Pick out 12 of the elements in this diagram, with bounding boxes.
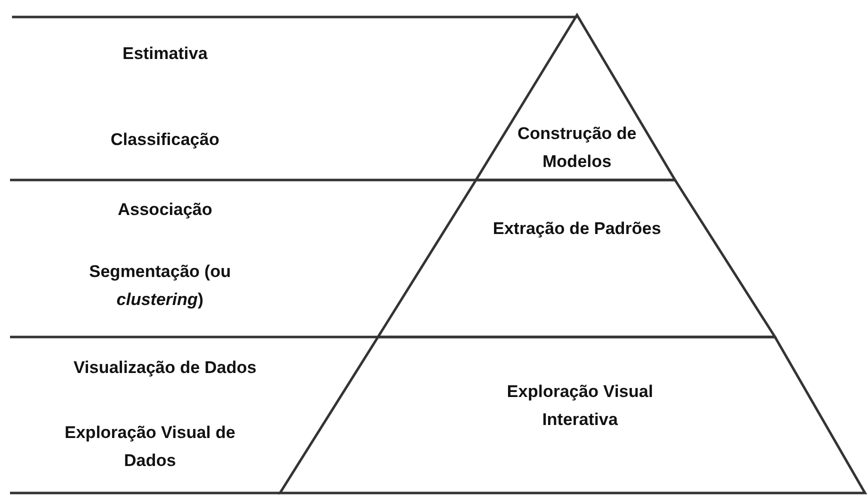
pyramid-tier — [378, 180, 775, 337]
task-label: Visualização de Dados — [72, 357, 258, 379]
task-label: Classificação — [110, 129, 220, 151]
task-label: Segmentação (ou clustering) — [88, 261, 232, 311]
pyramid-tier — [280, 337, 865, 493]
tier-label: Exploração Visual Interativa — [506, 381, 654, 431]
task-label: Exploração Visual de Dados — [64, 422, 236, 472]
task-label: Estimativa — [122, 43, 208, 65]
pyramid-top-triangle — [476, 15, 675, 180]
tier-label: Construção de Modelos — [516, 123, 638, 173]
task-label: Associação — [118, 199, 212, 221]
tier-label: Extração de Padrões — [492, 218, 662, 240]
